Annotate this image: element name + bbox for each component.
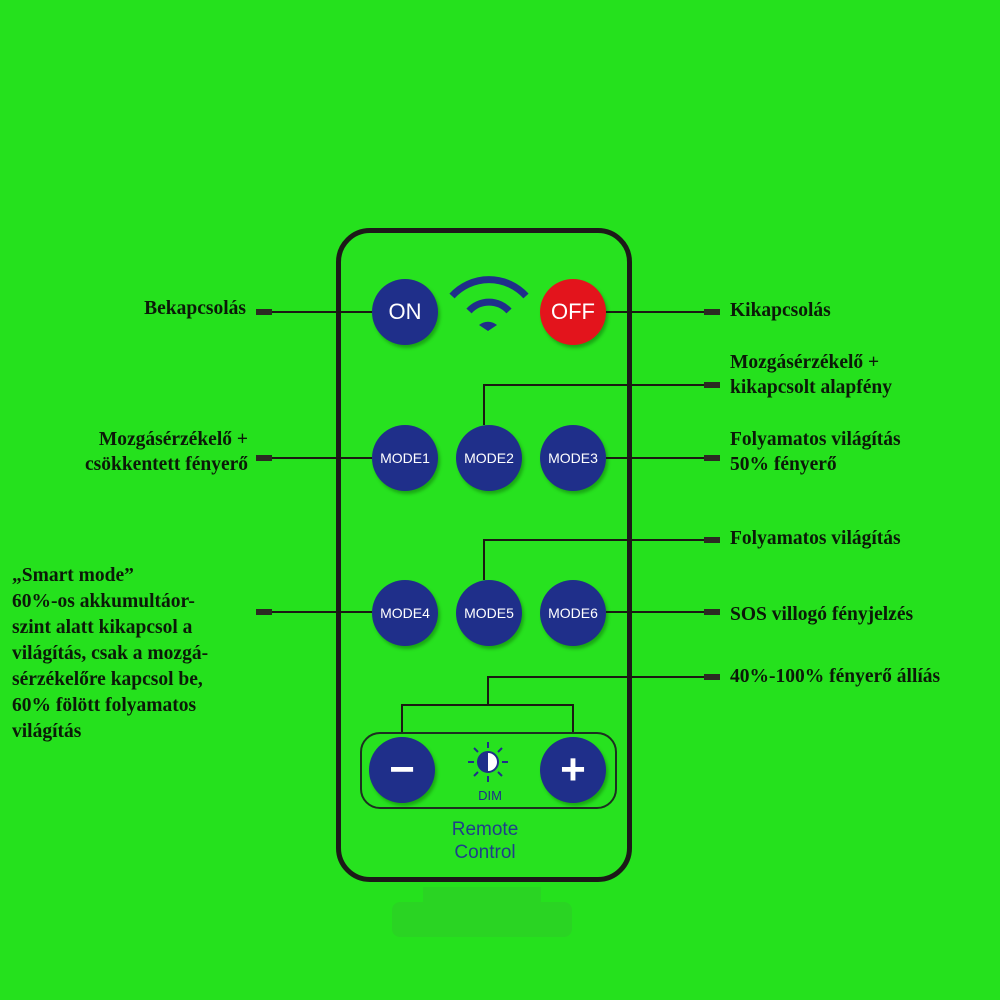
- label-line: 60%-os akkumultáor-: [12, 591, 195, 612]
- label-mode3: Folyamatos világítás 50% fényerő: [730, 427, 901, 477]
- label-mode5: Folyamatos világítás: [730, 528, 901, 549]
- label-mode6: SOS villogó fényjelzés: [730, 604, 914, 625]
- remote-title-line1: Remote: [451, 819, 519, 840]
- label-line: Folyamatos világítás: [730, 429, 901, 450]
- mode3-button[interactable]: MODE3: [540, 425, 606, 491]
- dim-plus-button[interactable]: +: [540, 737, 606, 803]
- label-dim: 40%-100% fényerő állíás: [730, 666, 941, 687]
- marker: [704, 674, 720, 680]
- marker: [704, 309, 720, 315]
- label-line: világítás, csak a mozgá-: [12, 643, 209, 664]
- marker: [704, 455, 720, 461]
- label-mode4: „Smart mode” 60%-os akkumultáor- szint a…: [12, 563, 208, 745]
- label-line: Mozgásérzékelő +: [98, 429, 248, 450]
- label-mode1: Mozgásérzékelő + csökkentett fényerő: [85, 427, 248, 477]
- label-line: világítás: [12, 721, 82, 742]
- dim-group: [360, 732, 617, 809]
- label-line: sérzékelőre kapcsol be,: [12, 669, 203, 690]
- brightness-icon: [468, 742, 508, 782]
- remote-stand-base: [392, 902, 572, 937]
- line-mode2: [483, 384, 718, 425]
- marker: [704, 537, 720, 543]
- mode1-button[interactable]: MODE1: [372, 425, 438, 491]
- line-dim: [401, 676, 718, 732]
- label-line: Mozgásérzékelő +: [730, 352, 880, 373]
- remote-title-line2: Control: [454, 842, 516, 863]
- label-on: Bekapcsolás: [144, 298, 246, 319]
- marker: [256, 309, 272, 315]
- marker: [256, 455, 272, 461]
- mode4-button[interactable]: MODE4: [372, 580, 438, 646]
- on-button[interactable]: ON: [372, 279, 438, 345]
- remote-title: Remote Control: [420, 818, 550, 864]
- label-off: Kikapcsolás: [730, 300, 831, 321]
- label-line: szint alatt kikapcsol a: [12, 617, 193, 638]
- dim-label: DIM: [478, 788, 502, 803]
- label-line: 50% fényerő: [730, 454, 837, 475]
- off-button[interactable]: OFF: [540, 279, 606, 345]
- label-line: „Smart mode”: [12, 565, 134, 586]
- marker: [704, 382, 720, 388]
- dim-minus-button[interactable]: −: [369, 737, 435, 803]
- wifi-icon: [449, 276, 529, 314]
- marker: [256, 609, 272, 615]
- mode6-button[interactable]: MODE6: [540, 580, 606, 646]
- label-line: 60% fölött folyamatos: [12, 695, 197, 716]
- label-line: kikapcsolt alapfény: [730, 377, 892, 398]
- line-mode5: [483, 539, 718, 580]
- mode5-button[interactable]: MODE5: [456, 580, 522, 646]
- wifi-dot: [479, 321, 497, 331]
- label-line: csökkentett fényerő: [85, 454, 248, 475]
- label-mode2: Mozgásérzékelő + kikapcsolt alapfény: [730, 350, 892, 400]
- marker: [704, 609, 720, 615]
- mode2-button[interactable]: MODE2: [456, 425, 522, 491]
